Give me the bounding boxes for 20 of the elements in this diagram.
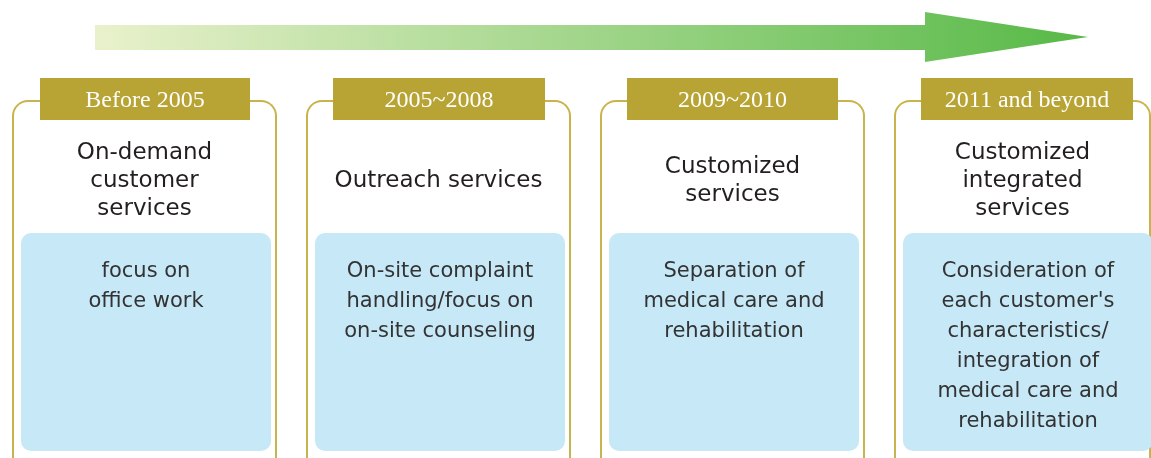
year-tab — [627, 78, 838, 120]
stage-heading: Outreach services — [333, 165, 544, 193]
stage-heading: Customized services — [663, 151, 802, 207]
year-label: 2009~2010 — [678, 85, 787, 113]
description-box — [609, 233, 859, 451]
year-tab — [921, 78, 1133, 120]
description-box — [903, 233, 1151, 451]
description-text: Separation of medical care and rehabilitation — [642, 257, 826, 344]
description-box — [21, 233, 271, 451]
description-text: On-site complaint handling/focus on on-site counseling — [343, 257, 537, 344]
description-text: focus on office work — [87, 257, 205, 314]
stage-heading: Customized integrated services — [953, 137, 1092, 221]
year-tab — [333, 78, 545, 120]
year-label: 2005~2008 — [384, 85, 494, 113]
stage-heading: On-demand customer services — [75, 137, 214, 221]
year-label: Before 2005 — [85, 85, 205, 113]
year-tab — [40, 78, 250, 120]
description-box — [315, 233, 565, 451]
year-label: 2011 and beyond — [944, 85, 1110, 113]
description-text: Consideration of each customer's characteristics/ integration of medical care and rehabilitation — [936, 257, 1120, 434]
